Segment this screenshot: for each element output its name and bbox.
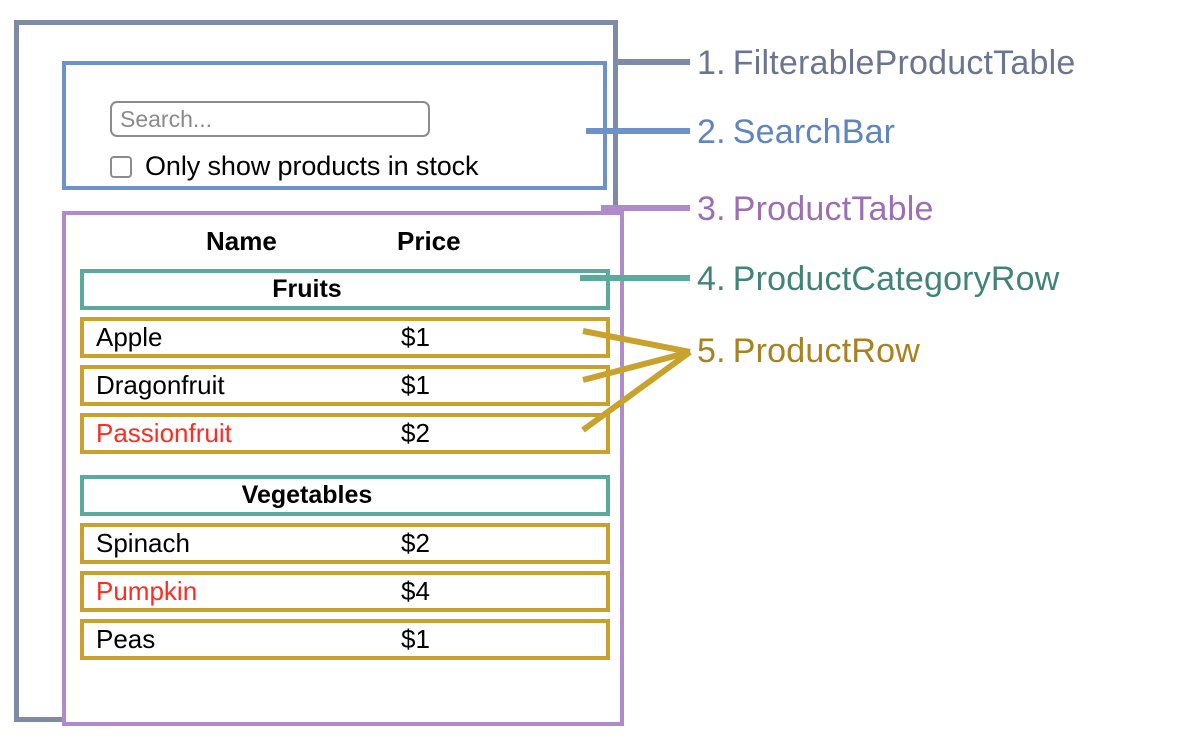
- product-name: Dragonfruit: [96, 370, 225, 400]
- product-name: Passionfruit: [96, 418, 232, 448]
- product-price: $1: [401, 322, 430, 352]
- product-name: Pumpkin: [96, 576, 198, 606]
- column-header-name: Name: [206, 225, 277, 256]
- product-price: $2: [401, 528, 430, 558]
- in-stock-checkbox-label: Only show products in stock: [145, 151, 479, 181]
- search-input[interactable]: [110, 101, 430, 137]
- product-table-header: Name Price: [66, 221, 620, 261]
- product-price: $2: [401, 418, 430, 448]
- product-price: $1: [401, 370, 430, 400]
- callout-text: SearchBar: [732, 113, 896, 151]
- callout-label-1: 1.FilterableProductTable: [697, 44, 1075, 83]
- callout-text: ProductRow: [732, 332, 920, 370]
- callout-number: 5.: [697, 332, 726, 370]
- product-table-frame: Name Price Fruits Apple $1 Dragonfruit $…: [62, 211, 624, 726]
- column-header-price: Price: [397, 225, 461, 256]
- callout-number: 4.: [697, 260, 726, 298]
- product-name: Peas: [96, 624, 156, 654]
- product-row-passionfruit: Passionfruit $2: [80, 413, 610, 454]
- callout-label-4: 4.ProductCategoryRow: [697, 260, 1060, 299]
- callout-text: FilterableProductTable: [732, 44, 1076, 82]
- product-row-spinach: Spinach $2: [80, 523, 610, 564]
- group-spacer: [80, 461, 610, 475]
- product-category-row-vegetables: Vegetables: [80, 475, 610, 516]
- category-label: Fruits: [272, 275, 342, 303]
- product-price: $1: [401, 624, 430, 654]
- product-row-peas: Peas $1: [80, 619, 610, 660]
- category-label: Vegetables: [241, 481, 373, 509]
- product-name: Spinach: [96, 528, 190, 558]
- callout-label-5: 5.ProductRow: [697, 332, 920, 371]
- checkbox-icon[interactable]: [110, 155, 132, 178]
- product-row-apple: Apple $1: [80, 317, 610, 358]
- filterable-product-table-frame: Only show products in stock Name Price F…: [14, 20, 624, 726]
- product-table-body: Fruits Apple $1 Dragonfruit $1 Passionfr…: [80, 269, 610, 667]
- callout-number: 3.: [697, 190, 726, 228]
- search-bar-frame: Only show products in stock: [62, 61, 607, 190]
- product-row-dragonfruit: Dragonfruit $1: [80, 365, 610, 406]
- product-name: Apple: [96, 322, 163, 352]
- product-row-pumpkin: Pumpkin $4: [80, 571, 610, 612]
- callout-number: 1.: [697, 44, 726, 82]
- callout-label-3: 3.ProductTable: [697, 190, 934, 229]
- callout-label-2: 2.SearchBar: [697, 113, 895, 152]
- callout-text: ProductCategoryRow: [732, 260, 1060, 298]
- callout-number: 2.: [697, 113, 726, 151]
- callout-text: ProductTable: [732, 190, 934, 228]
- product-price: $4: [401, 576, 430, 606]
- product-category-row-fruits: Fruits: [80, 269, 610, 310]
- in-stock-checkbox-row[interactable]: Only show products in stock: [110, 151, 479, 182]
